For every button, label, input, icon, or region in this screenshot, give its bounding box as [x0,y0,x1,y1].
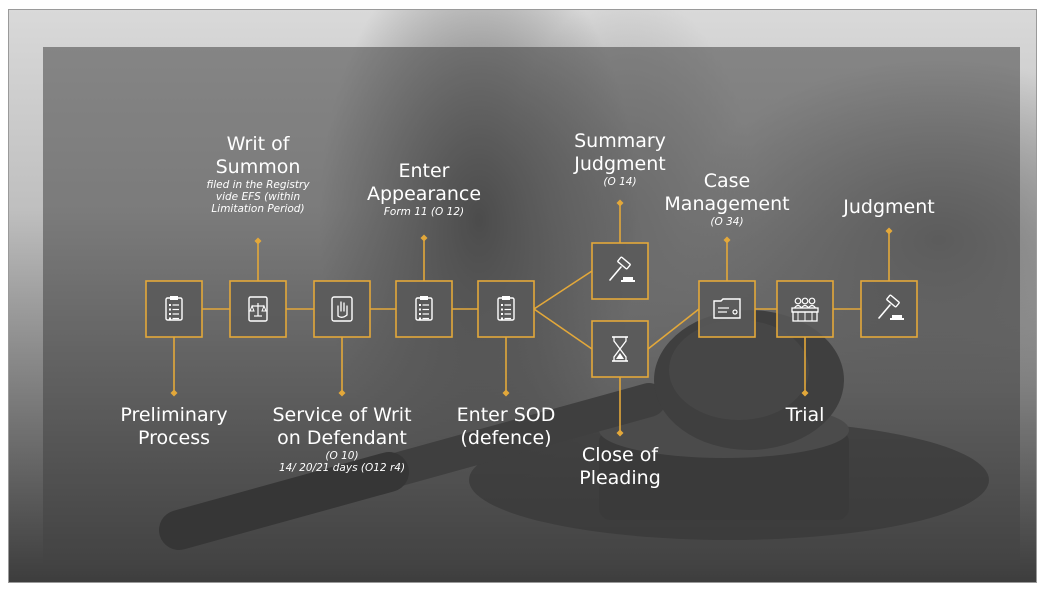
label-summary-judgment: Summary Judgment (O 14) [574,130,666,188]
label-trial: Trial [785,404,825,426]
hand-document-icon [331,296,353,322]
stage-box-sod [477,280,535,338]
diamond-marker [170,389,178,397]
scales-document-icon [248,296,268,322]
label-close-of-pleading: Close of Pleading [579,444,661,489]
stage-box-judgment [860,280,918,338]
connector-line [647,308,700,350]
folder-icon [713,298,741,319]
stage-box-case [698,280,756,338]
gavel-icon [609,256,635,282]
diamond-marker [420,234,428,242]
gavel-icon [878,294,904,320]
stage-boxes [145,242,918,378]
diamond-marker [616,199,624,207]
stage-box-writ [229,280,287,338]
hourglass-icon [612,336,628,362]
stage-box-appearance [395,280,453,338]
clipboard-icon [415,296,433,321]
diamond-marker [616,429,624,437]
stage-box-trial [776,280,834,338]
connectors [170,199,893,437]
diamond-marker [723,236,731,244]
clipboard-icon [497,296,515,321]
label-enter-sod: Enter SOD (defence) [456,404,556,449]
label-enter-appearance: Enter Appearance Form 11 (O 12) [366,160,482,218]
courtroom-icon [791,297,819,322]
diamond-marker [885,227,893,235]
label-preliminary-process: Preliminary Process [120,404,228,449]
connector-line [533,270,593,310]
stage-box-summary [591,242,649,300]
diamond-marker [801,389,809,397]
diamond-marker [254,237,262,245]
label-writ-of-summon: Writ of Summon filed in the Registry vid… [206,133,310,215]
label-judgment: Judgment [843,196,935,218]
diamond-marker [338,389,346,397]
stage-box-preliminary [145,280,203,338]
clipboard-icon [165,296,183,321]
connector-line [533,308,593,350]
label-service-of-writ: Service of Writ on Defendant (O 10) 14/ … [272,404,412,474]
stage-box-close [591,320,649,378]
label-case-management: Case Management (O 34) [664,170,790,228]
stage-box-service [313,280,371,338]
diamond-marker [502,389,510,397]
